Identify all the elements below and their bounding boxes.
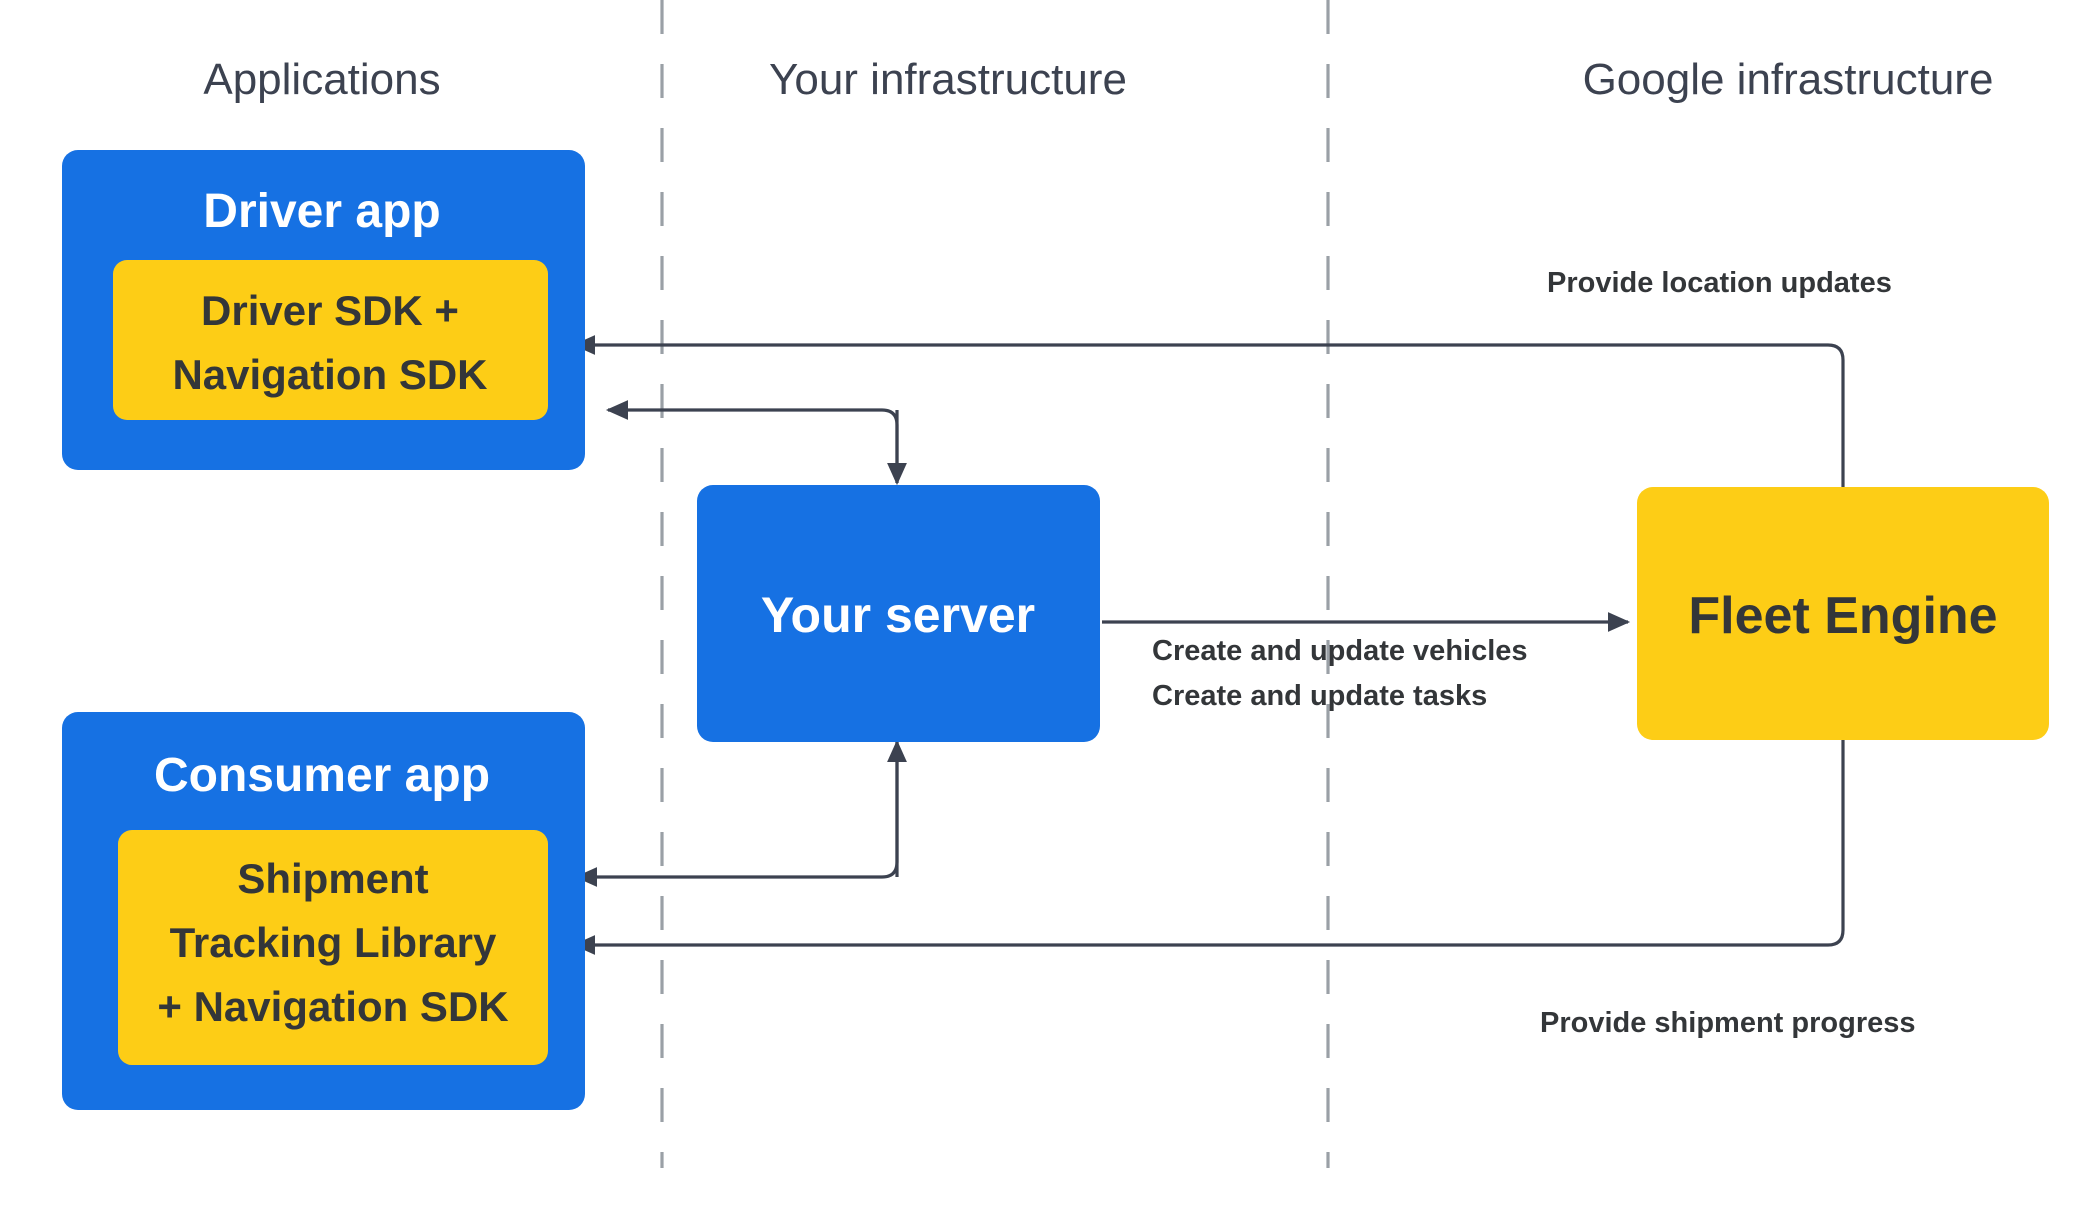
column-header-applications: Applications — [203, 55, 440, 104]
driver-app-title: Driver app — [203, 185, 440, 238]
edge-your-server-to-driver-app — [605, 400, 899, 483]
shipment-library-line-3: + Navigation SDK — [157, 983, 508, 1030]
node-your-server[interactable]: Your server — [697, 485, 1100, 742]
driver-sdk-surface[interactable] — [113, 260, 548, 420]
node-driver-sdk[interactable]: Driver SDK + Navigation SDK — [113, 260, 548, 420]
edge-label-create-update-tasks: Create and update tasks — [1152, 680, 1487, 712]
node-driver-app[interactable]: Driver app Driver SDK + Navigation SDK — [62, 150, 585, 470]
shipment-library-surface[interactable] — [118, 830, 548, 1065]
edge-your-server-to-shipment-library — [574, 742, 899, 887]
consumer-app-title: Consumer app — [154, 749, 490, 802]
edge-label-provide-location-updates: Provide location updates — [1547, 267, 1892, 299]
your-server-surface[interactable] — [697, 485, 1100, 742]
node-fleet-engine[interactable]: Fleet Engine — [1637, 487, 2049, 740]
edge-fleet-engine-to-shipment-library — [572, 740, 1845, 955]
edge-fleet-engine-to-driver-sdk — [572, 335, 1845, 487]
node-shipment-tracking-library[interactable]: Shipment Tracking Library + Navigation S… — [118, 830, 548, 1065]
driver-sdk-line-2: Navigation SDK — [172, 351, 487, 398]
fleet-engine-title: Fleet Engine — [1688, 587, 1997, 645]
driver-sdk-line-1: Driver SDK + — [201, 287, 459, 334]
column-header-your-infrastructure: Your infrastructure — [769, 55, 1127, 104]
edge-label-create-update-vehicles: Create and update vehicles — [1152, 635, 1528, 667]
column-header-google-infrastructure: Google infrastructure — [1583, 55, 1994, 104]
edge-label-provide-shipment-progress: Provide shipment progress — [1540, 1007, 1916, 1039]
node-consumer-app[interactable]: Consumer app Shipment Tracking Library +… — [62, 712, 585, 1110]
fleet-engine-surface[interactable] — [1637, 487, 2049, 740]
shipment-library-line-2: Tracking Library — [170, 919, 497, 966]
shipment-library-line-1: Shipment — [237, 855, 428, 902]
your-server-title: Your server — [761, 587, 1035, 643]
